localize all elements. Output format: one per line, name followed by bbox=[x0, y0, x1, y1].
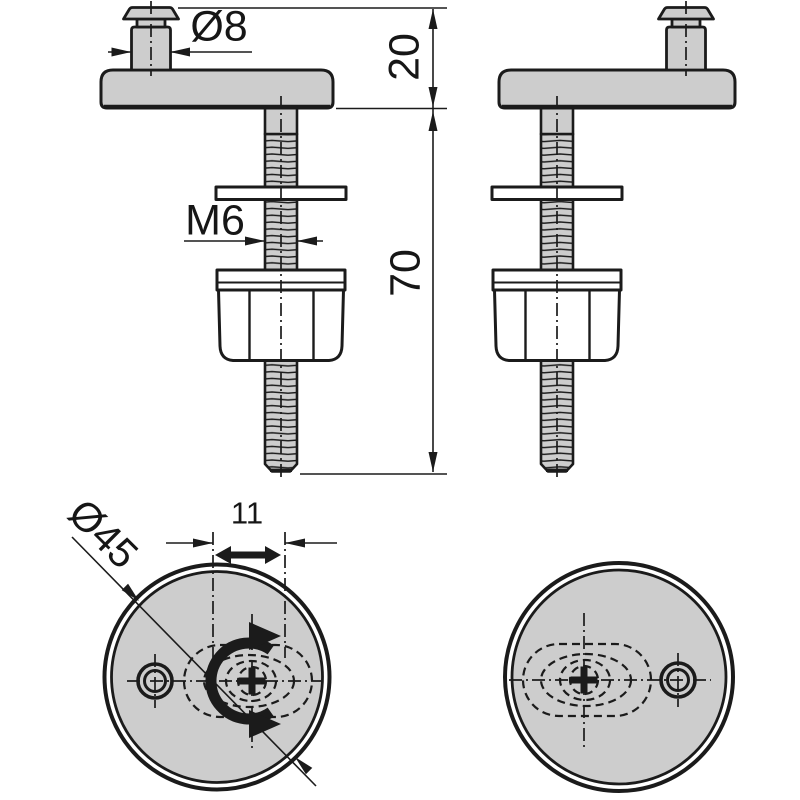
arrowhead bbox=[428, 452, 438, 472]
base-plate-inner-circle bbox=[510, 568, 728, 786]
dimension-lines bbox=[108, 7, 447, 475]
rotation-arrow-icon bbox=[205, 622, 281, 738]
arrowhead bbox=[297, 236, 317, 246]
top-view-right bbox=[503, 561, 735, 793]
dim-label-head-height: 20 bbox=[380, 33, 429, 81]
base-plate-inner-circle bbox=[110, 570, 324, 784]
screw-hole bbox=[136, 662, 174, 700]
dim-label-pin-diameter: Ø8 bbox=[190, 2, 248, 51]
arrowhead bbox=[121, 583, 139, 601]
arrowhead bbox=[111, 47, 132, 57]
phillips-cross-icon bbox=[570, 666, 598, 694]
dim-label-bolt-length: 70 bbox=[381, 249, 430, 297]
dim-label-thread-size: M6 bbox=[185, 196, 245, 245]
phillips-cross-icon bbox=[238, 667, 266, 695]
slide-direction-arrow-icon bbox=[215, 546, 281, 564]
dim-label-adjustment: 11 bbox=[230, 495, 264, 531]
arrowhead bbox=[245, 236, 265, 246]
hinge-plate bbox=[497, 68, 737, 110]
side-view-left bbox=[99, 1, 348, 481]
adjustment-dimension bbox=[166, 538, 337, 548]
hinge-plate bbox=[99, 68, 335, 110]
hinge-pin bbox=[657, 6, 715, 72]
side-view-right bbox=[490, 1, 737, 481]
arrowhead bbox=[170, 47, 190, 57]
top-view-left bbox=[71, 532, 337, 792]
diameter-line bbox=[71, 536, 317, 787]
arrowhead bbox=[295, 757, 313, 775]
hinge-pin bbox=[122, 6, 180, 72]
screw-hole bbox=[659, 661, 697, 699]
arrowhead bbox=[428, 87, 438, 107]
arrowhead bbox=[428, 111, 438, 131]
arrowhead bbox=[428, 9, 438, 29]
